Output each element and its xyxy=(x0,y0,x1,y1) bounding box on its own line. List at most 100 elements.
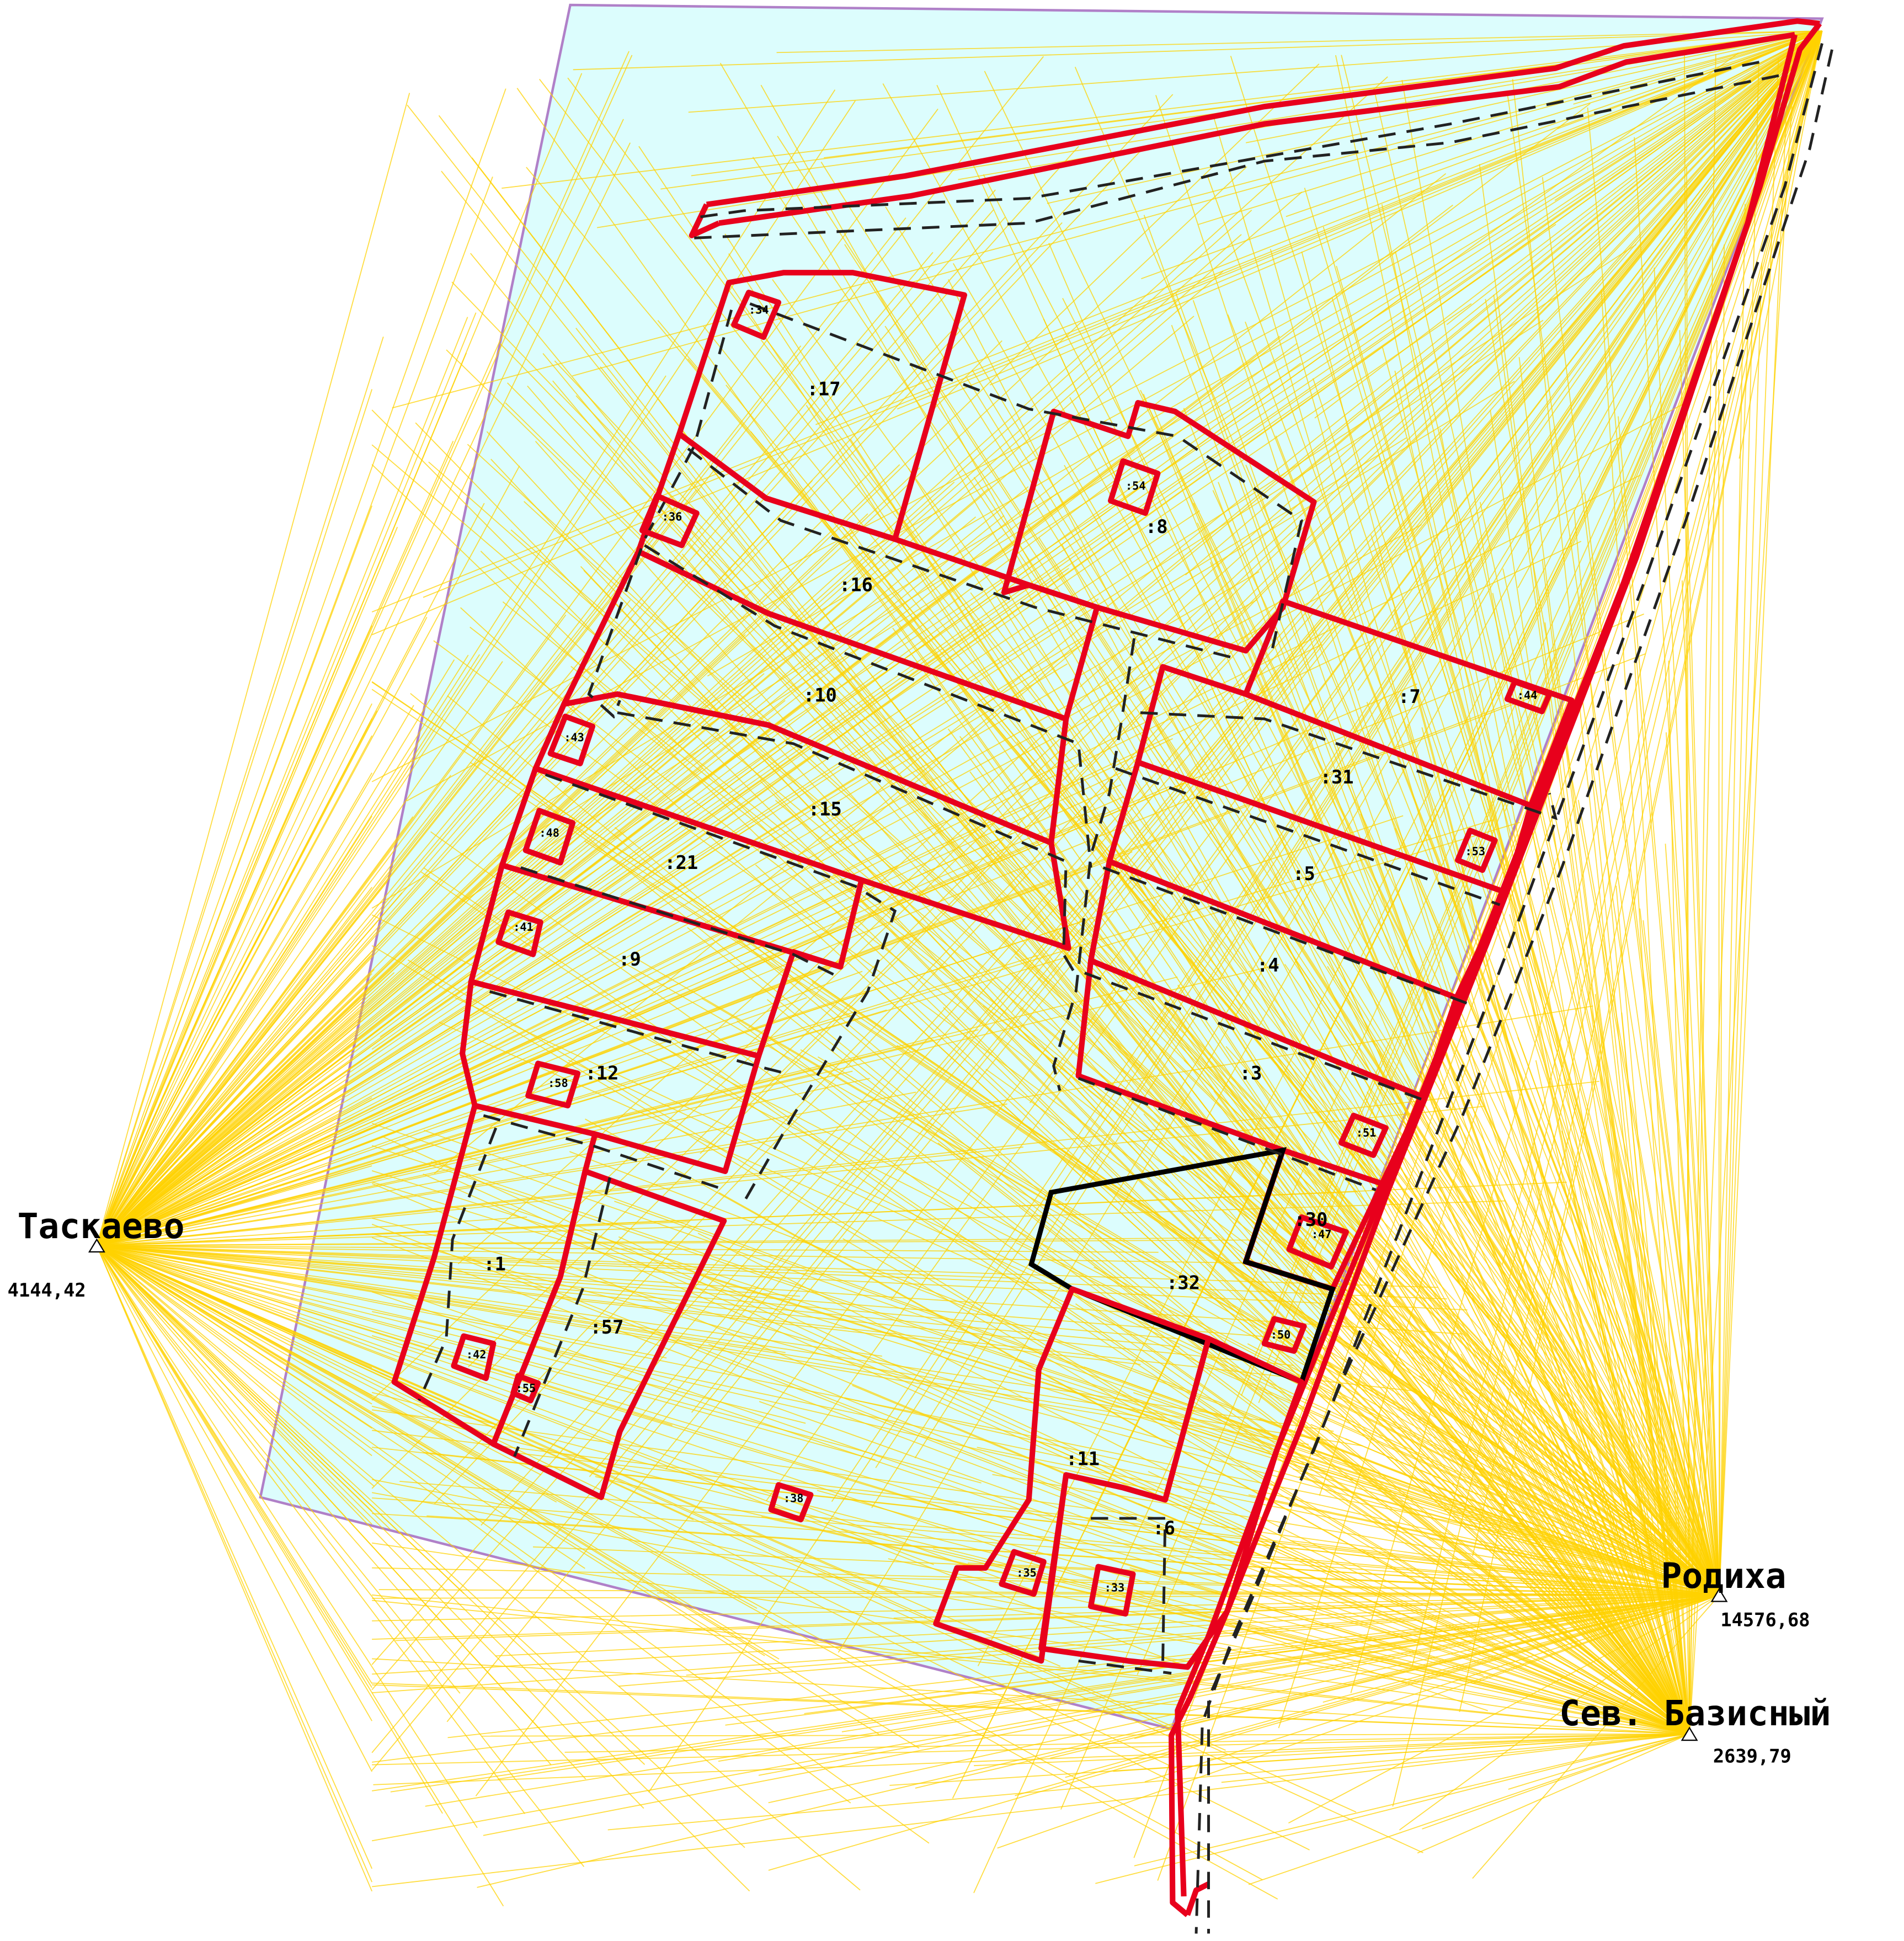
sighting-ray xyxy=(1502,30,1823,1265)
sighting-ray xyxy=(1207,176,1720,1596)
sighting-ray xyxy=(882,83,1720,1596)
sighting-ray xyxy=(1560,1437,1690,1735)
sighting-ray xyxy=(988,818,1720,1596)
sighting-ray xyxy=(1278,30,1823,1729)
sighting-ray xyxy=(1584,493,1720,1596)
sighting-ray xyxy=(96,1245,372,1869)
sighting-ray xyxy=(371,30,1822,636)
sighting-ray xyxy=(748,30,1823,1029)
sighting-ray xyxy=(371,30,1822,909)
sighting-ray xyxy=(1314,30,1823,419)
sighting-ray xyxy=(97,1245,1141,1365)
parcel-label-57: :57 xyxy=(590,1316,624,1338)
svg-text::33: :33 xyxy=(1105,1581,1125,1594)
sighting-ray xyxy=(1401,79,1690,1734)
sighting-ray xyxy=(1209,562,1690,1735)
sighting-ray xyxy=(97,1245,1309,1445)
sighting-ray xyxy=(96,481,955,1246)
sighting-ray xyxy=(412,30,1823,1513)
sighting-ray xyxy=(1618,416,1720,1596)
sighting-ray xyxy=(96,389,372,1246)
sighting-ray xyxy=(96,824,754,1246)
sighting-ray xyxy=(371,30,1823,1771)
sighting-ray xyxy=(380,30,1823,1037)
sighting-ray xyxy=(97,1245,806,1424)
sighting-ray xyxy=(372,1409,1720,1596)
sighting-ray xyxy=(570,665,1720,1596)
sighting-ray xyxy=(642,30,1823,878)
sighting-ray xyxy=(97,1245,1038,1592)
sighting-ray xyxy=(96,1245,372,1772)
station-sev-bazisny: Сев. Базисный 2639,79 xyxy=(1559,1693,1831,1767)
sighting-ray xyxy=(96,659,455,1246)
sighting-ray xyxy=(1642,920,1720,1596)
small-parcels xyxy=(451,290,1553,1617)
sighting-ray xyxy=(1298,1476,1720,1596)
sighting-ray xyxy=(973,477,1720,1596)
sighting-ray xyxy=(1029,30,1823,1103)
parcel-label-16: :16 xyxy=(839,574,873,596)
sighting-ray xyxy=(480,551,1690,1735)
sighting-ray xyxy=(917,1123,1690,1735)
sighting-ray xyxy=(97,1005,1593,1246)
sighting-ray xyxy=(1175,292,1690,1735)
parcel-label-9: :9 xyxy=(618,948,641,970)
sighting-ray xyxy=(430,1161,1720,1596)
sighting-ray xyxy=(96,1245,372,1883)
sighting-ray xyxy=(1016,741,1690,1735)
parcel-9-outline xyxy=(468,862,844,1059)
sighting-ray xyxy=(614,826,1690,1735)
parcel-label-30: :30 xyxy=(1294,1209,1328,1230)
sighting-ray xyxy=(406,30,1822,802)
sighting-ray xyxy=(447,1595,1720,1739)
sighting-ray xyxy=(737,1020,1690,1735)
sighting-ray xyxy=(96,1245,851,1804)
sighting-ray xyxy=(729,30,1823,1320)
sighting-ray xyxy=(1245,30,1822,143)
sighting-ray xyxy=(96,1245,772,1672)
sighting-ray xyxy=(828,515,1720,1596)
svg-text::48: :48 xyxy=(539,826,559,839)
parcel-label-7: :7 xyxy=(1398,686,1421,707)
sighting-ray xyxy=(97,1245,1267,1264)
sighting-ray xyxy=(97,1030,516,1246)
sighting-ray xyxy=(96,486,1029,1246)
sighting-ray xyxy=(817,1490,1690,1735)
sighting-ray xyxy=(776,30,1822,54)
sighting-ray xyxy=(1064,465,1720,1596)
parcel-label-1: :1 xyxy=(483,1254,506,1275)
sighting-ray xyxy=(96,705,678,1246)
sighting-ray xyxy=(1400,1158,1690,1735)
sighting-ray xyxy=(1407,724,1690,1735)
sighting-ray xyxy=(1248,1733,1690,1885)
sighting-ray xyxy=(1098,666,1690,1735)
road-corridor xyxy=(689,18,1833,1934)
parcel-6-outline xyxy=(1038,1336,1305,1670)
sighting-ray xyxy=(1582,700,1720,1596)
sighting-ray xyxy=(1421,727,1690,1735)
parcel-31-outline xyxy=(1135,664,1534,895)
sighting-ray xyxy=(96,1245,930,1844)
sighting-ray xyxy=(96,217,906,1246)
sighting-ray xyxy=(1686,167,1690,1734)
sighting-ray xyxy=(457,1180,1690,1735)
sighting-ray xyxy=(97,1245,1176,1769)
sighting-ray xyxy=(1497,839,1690,1735)
sighting-ray xyxy=(96,1245,750,1892)
sighting-ray xyxy=(831,30,1823,1502)
sighting-ray xyxy=(372,1599,1690,1735)
sighting-ray xyxy=(1393,609,1690,1735)
sighting-ray xyxy=(681,553,1690,1735)
sighting-ray xyxy=(1512,79,1690,1734)
sighting-ray xyxy=(1590,763,1690,1734)
sighting-ray xyxy=(1134,1733,1690,1867)
sighting-ray xyxy=(97,1091,916,1246)
sighting-ray xyxy=(96,1245,372,1457)
sighting-ray xyxy=(371,1145,1720,1596)
sighting-ray xyxy=(372,1595,1720,1763)
sighting-ray xyxy=(96,654,481,1246)
sighting-ray xyxy=(423,1174,1690,1735)
sighting-ray xyxy=(848,526,1690,1735)
sighting-ray xyxy=(96,892,403,1246)
sighting-ray xyxy=(96,1245,372,1525)
